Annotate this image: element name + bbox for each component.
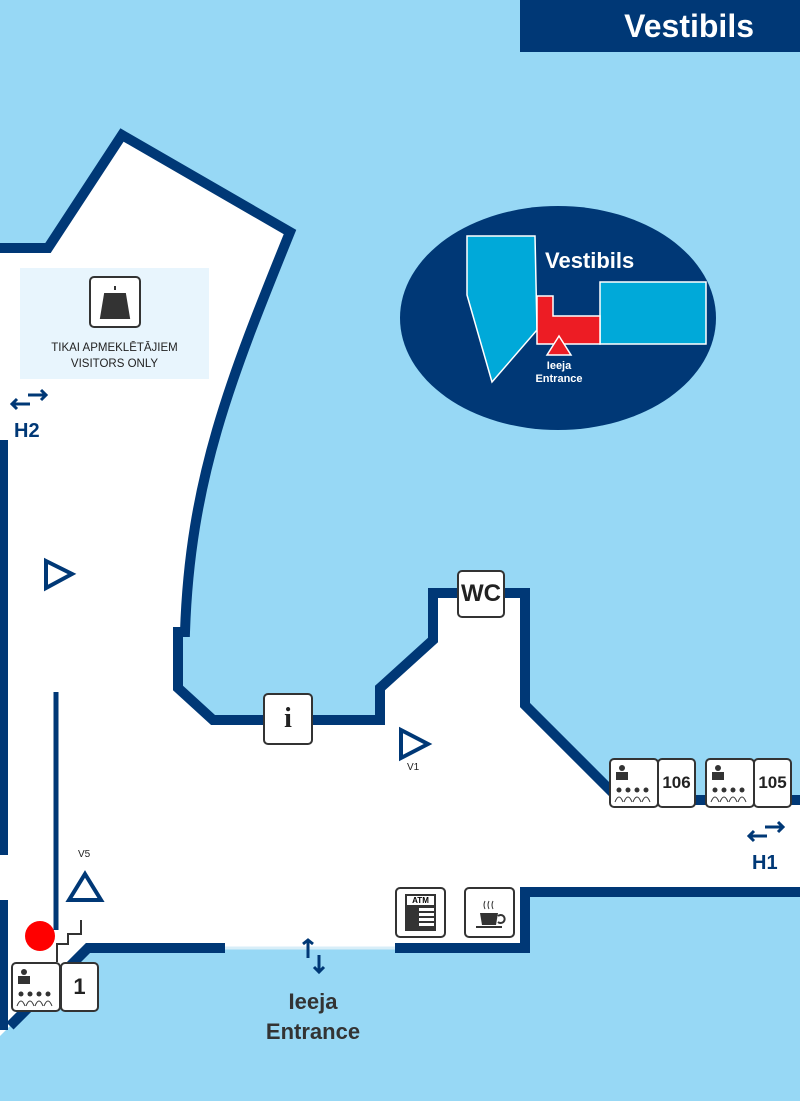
atm-icon[interactable]: ATM bbox=[395, 887, 446, 938]
h1-arrows-icon[interactable] bbox=[746, 820, 786, 843]
room-1[interactable]: 1 bbox=[11, 962, 99, 1012]
exit-h1-label[interactable]: H1 bbox=[752, 852, 778, 874]
page-title: Vestibils bbox=[520, 0, 800, 52]
cloakroom-label-en: VISITORS ONLY bbox=[70, 358, 159, 370]
inset-entrance-label: Ieeja Entrance bbox=[520, 360, 598, 386]
cafe-icon[interactable] bbox=[464, 887, 515, 938]
room-105[interactable]: 105 bbox=[705, 758, 792, 808]
walls bbox=[0, 128, 800, 1030]
inset-entrance-triangle-icon bbox=[545, 334, 573, 356]
entrance-label-en: Entrance bbox=[265, 1019, 361, 1044]
atm-label: ATM bbox=[407, 896, 434, 905]
h2-arrows-icon[interactable] bbox=[9, 388, 49, 411]
inset-entrance-lv: Ieeja bbox=[546, 360, 572, 372]
inset-lobby-highlight bbox=[536, 295, 601, 345]
room-106[interactable]: 106 bbox=[609, 758, 696, 808]
stairs-icon bbox=[56, 920, 82, 962]
information-icon[interactable]: i bbox=[263, 693, 313, 745]
inset-left-wing bbox=[466, 235, 538, 384]
room-number: 105 bbox=[753, 758, 792, 808]
room-number: 106 bbox=[657, 758, 696, 808]
auditorium-icon bbox=[11, 962, 61, 1012]
exit-h2-label[interactable]: H2 bbox=[14, 420, 40, 442]
cloakroom-label-lv: TIKAI APMEKLĒTĀJIEM bbox=[51, 342, 178, 354]
title-text: Vestibils bbox=[624, 8, 754, 44]
inset-right-wing bbox=[599, 281, 707, 345]
direction-triangle-right-icon[interactable] bbox=[44, 557, 77, 592]
v5-label: V5 bbox=[78, 849, 91, 860]
entrance-label-lv: Ieeja bbox=[288, 989, 338, 1014]
cloakroom[interactable]: TIKAI APMEKLĒTĀJIEM VISITORS ONLY bbox=[20, 268, 209, 379]
entrance-label[interactable]: Ieeja Entrance bbox=[240, 987, 386, 1047]
room-number: 1 bbox=[60, 962, 99, 1012]
auditorium-icon bbox=[609, 758, 659, 808]
v1-triangle-icon[interactable] bbox=[399, 726, 433, 762]
wc-icon[interactable]: WC bbox=[457, 570, 505, 618]
cloakroom-icon bbox=[89, 276, 141, 328]
v5-triangle-icon[interactable] bbox=[65, 870, 105, 902]
inset-title: Vestibils bbox=[545, 248, 635, 273]
you-are-here-dot bbox=[25, 921, 55, 951]
v1-label: V1 bbox=[407, 762, 420, 773]
auditorium-icon bbox=[705, 758, 755, 808]
inset-entrance-en: Entrance bbox=[535, 373, 583, 385]
entrance-arrows-icon[interactable] bbox=[302, 938, 326, 975]
